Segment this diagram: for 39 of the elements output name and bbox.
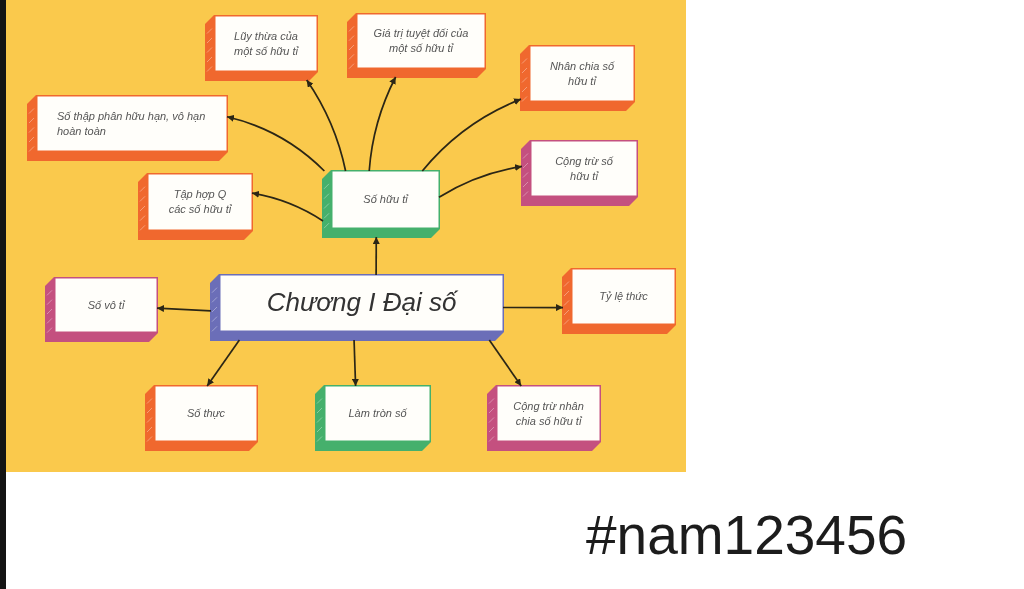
topic-box (45, 277, 158, 342)
topic-text: Số vô tỉ (87, 297, 125, 313)
topic-text: Tỷ lệ thức (599, 289, 648, 304)
topic-text: Tập hợp Q các số hữu tỉ (167, 187, 233, 217)
arrow (351, 339, 359, 387)
arrow (251, 190, 324, 222)
arrow (488, 339, 523, 387)
topic-text: Số thập phân hữu hạn, vô hạn hoàn toàn (57, 108, 207, 139)
hashtag-text: #nam123456 (586, 505, 908, 566)
arrow (368, 76, 397, 172)
arrow (156, 305, 212, 313)
topic-text: Làm tròn số (348, 406, 407, 421)
topic-box (487, 385, 601, 451)
topic-text: Cộng trừ nhân chia số hữu tỉ (512, 398, 585, 429)
topic-text: Giá trị tuyệt đối của một số hữu tỉ (372, 26, 470, 56)
arrow (372, 236, 380, 276)
topic-text: Cộng trừ số hữu tỉ (554, 153, 614, 184)
arrow (206, 339, 241, 387)
topic-box (520, 45, 635, 111)
topic-box (138, 173, 253, 240)
topic-text: Lũy thừa của một số hữu tỉ (233, 28, 300, 59)
topic-box (347, 13, 486, 78)
topic-box (322, 170, 440, 238)
topic-box (562, 268, 676, 334)
topic-box (27, 95, 228, 161)
main-topic-title: Chương I Đại số (266, 286, 457, 320)
topic-box (145, 385, 258, 451)
topic-text: Nhân chia số hữu tỉ (548, 58, 616, 89)
topic-text: Số hữu tỉ (363, 192, 408, 207)
arrow (438, 164, 523, 199)
arrow (502, 304, 564, 312)
arrow (226, 115, 326, 172)
main-topic-box (210, 274, 504, 341)
arrow (305, 79, 347, 172)
topic-box (205, 15, 318, 81)
topic-text: Số thực (186, 406, 226, 421)
arrow (421, 98, 522, 172)
topic-box (315, 385, 431, 451)
topic-box (521, 140, 638, 206)
